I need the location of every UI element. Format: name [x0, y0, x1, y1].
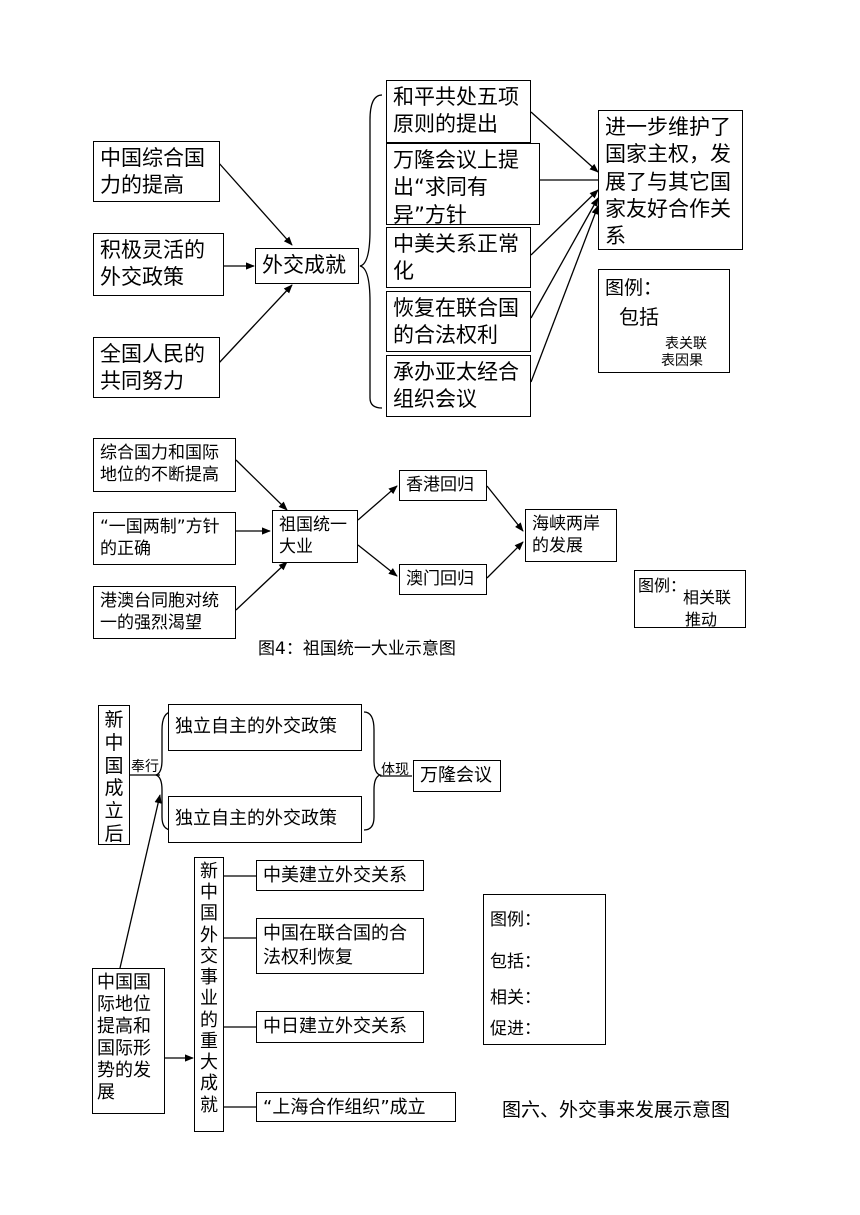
d1-result: 进一步维护了国家主权，发展了与其它国家友好合作关系	[598, 110, 743, 250]
d3-conference: 万隆会议	[413, 760, 501, 792]
d3-legend: 图例： 包括： 相关： 促进：	[483, 894, 606, 1045]
d3-achievement-1: 中美建立外交关系	[256, 860, 424, 891]
brace-d1	[359, 94, 383, 409]
d3-legend-include: 包括：	[490, 952, 541, 972]
d3-achievement-3: 中日建立外交关系	[256, 1011, 424, 1043]
arrow-d1-cause-3	[217, 284, 293, 365]
d2-branch-hk: 香港回归	[399, 470, 487, 501]
arrow-d2-center-mo	[357, 544, 398, 577]
brace-d3-policies	[153, 711, 173, 831]
arrow-d2-mo-result	[486, 541, 524, 579]
d2-caption: 图4：祖国统一大业示意图	[258, 639, 456, 659]
d1-achievement-4: 恢复在联合国的合法权利	[386, 291, 531, 352]
d2-center: 祖国统一大业	[272, 510, 358, 563]
d2-result: 海峡两岸的发展	[525, 509, 617, 562]
d3-caption: 图六、外交事来发展示意图	[502, 1099, 731, 1121]
arrow-d2-cause-1	[235, 459, 288, 511]
d1-legend-title: 图例：	[605, 277, 663, 299]
d3-policy-2: 独立自主的外交政策	[168, 796, 362, 843]
d1-legend: 图例： 包括 表关联 表因果	[598, 269, 730, 373]
link-d1-ach-4	[530, 197, 599, 319]
d3-practice-label: 奉行	[131, 759, 159, 775]
d2-legend-relate: 相关联	[683, 588, 732, 607]
arrow-d2-hk-result	[486, 485, 524, 532]
d3-achievement-title: 新中国外交事业的重大成就	[194, 857, 224, 1132]
d1-achievement-1: 和平共处五项原则的提出	[386, 80, 531, 143]
d3-legend-promote: 促进：	[490, 1019, 541, 1039]
arrow-d3-cause-origin	[119, 794, 162, 969]
d1-legend-include: 包括	[619, 305, 659, 329]
d3-cause: 中国国际地位提高和国际形势的发展	[92, 968, 165, 1114]
d3-achievement-4: “上海合作组织”成立	[256, 1092, 456, 1122]
d1-cause-2: 积极灵活的外交政策	[93, 233, 224, 296]
d2-cause-2: “一国两制”方针的正确	[93, 512, 236, 565]
arrow-d2-center-hk	[357, 485, 398, 521]
d3-achievement-2: 中国在联合国的合法权利恢复	[256, 918, 424, 974]
d1-achievement-5: 承办亚太经合组织会议	[386, 355, 531, 417]
d3-embody-label: 体现	[381, 762, 409, 778]
d3-legend-title: 图例：	[490, 910, 541, 930]
d1-legend-relate: 表关联	[665, 336, 707, 352]
d2-branch-mo: 澳门回归	[399, 564, 487, 595]
d1-achievement-2: 万隆会议上提出“求同有异”方针	[386, 143, 540, 227]
d1-cause-1: 中国综合国力的提高	[93, 141, 220, 202]
d1-center: 外交成就	[255, 248, 359, 284]
d1-cause-3: 全国人民的共同努力	[93, 337, 220, 398]
link-d1-ach-5	[530, 205, 599, 383]
link-d1-ach-3	[530, 189, 599, 256]
arrow-d2-cause-3	[235, 561, 288, 611]
d2-cause-3: 港澳台同胞对统一的强烈渴望	[93, 586, 236, 639]
d2-legend-push: 推动	[685, 610, 718, 629]
d1-legend-cause: 表因果	[661, 353, 703, 369]
d2-legend: 图例： 相关联 推动	[634, 570, 746, 629]
d3-policy-1: 独立自主的外交政策	[168, 704, 362, 751]
d3-origin: 新中国成立后	[98, 705, 130, 845]
link-d1-ach-1	[530, 111, 599, 173]
d2-cause-1: 综合国力和国际地位的不断提高	[93, 438, 236, 492]
d3-legend-relate: 相关：	[490, 988, 541, 1008]
d2-legend-title: 图例：	[638, 576, 687, 595]
d1-achievement-3: 中美关系正常化	[386, 227, 531, 288]
arrow-d1-cause-1	[217, 161, 293, 246]
brace-d3-embody	[363, 711, 383, 831]
